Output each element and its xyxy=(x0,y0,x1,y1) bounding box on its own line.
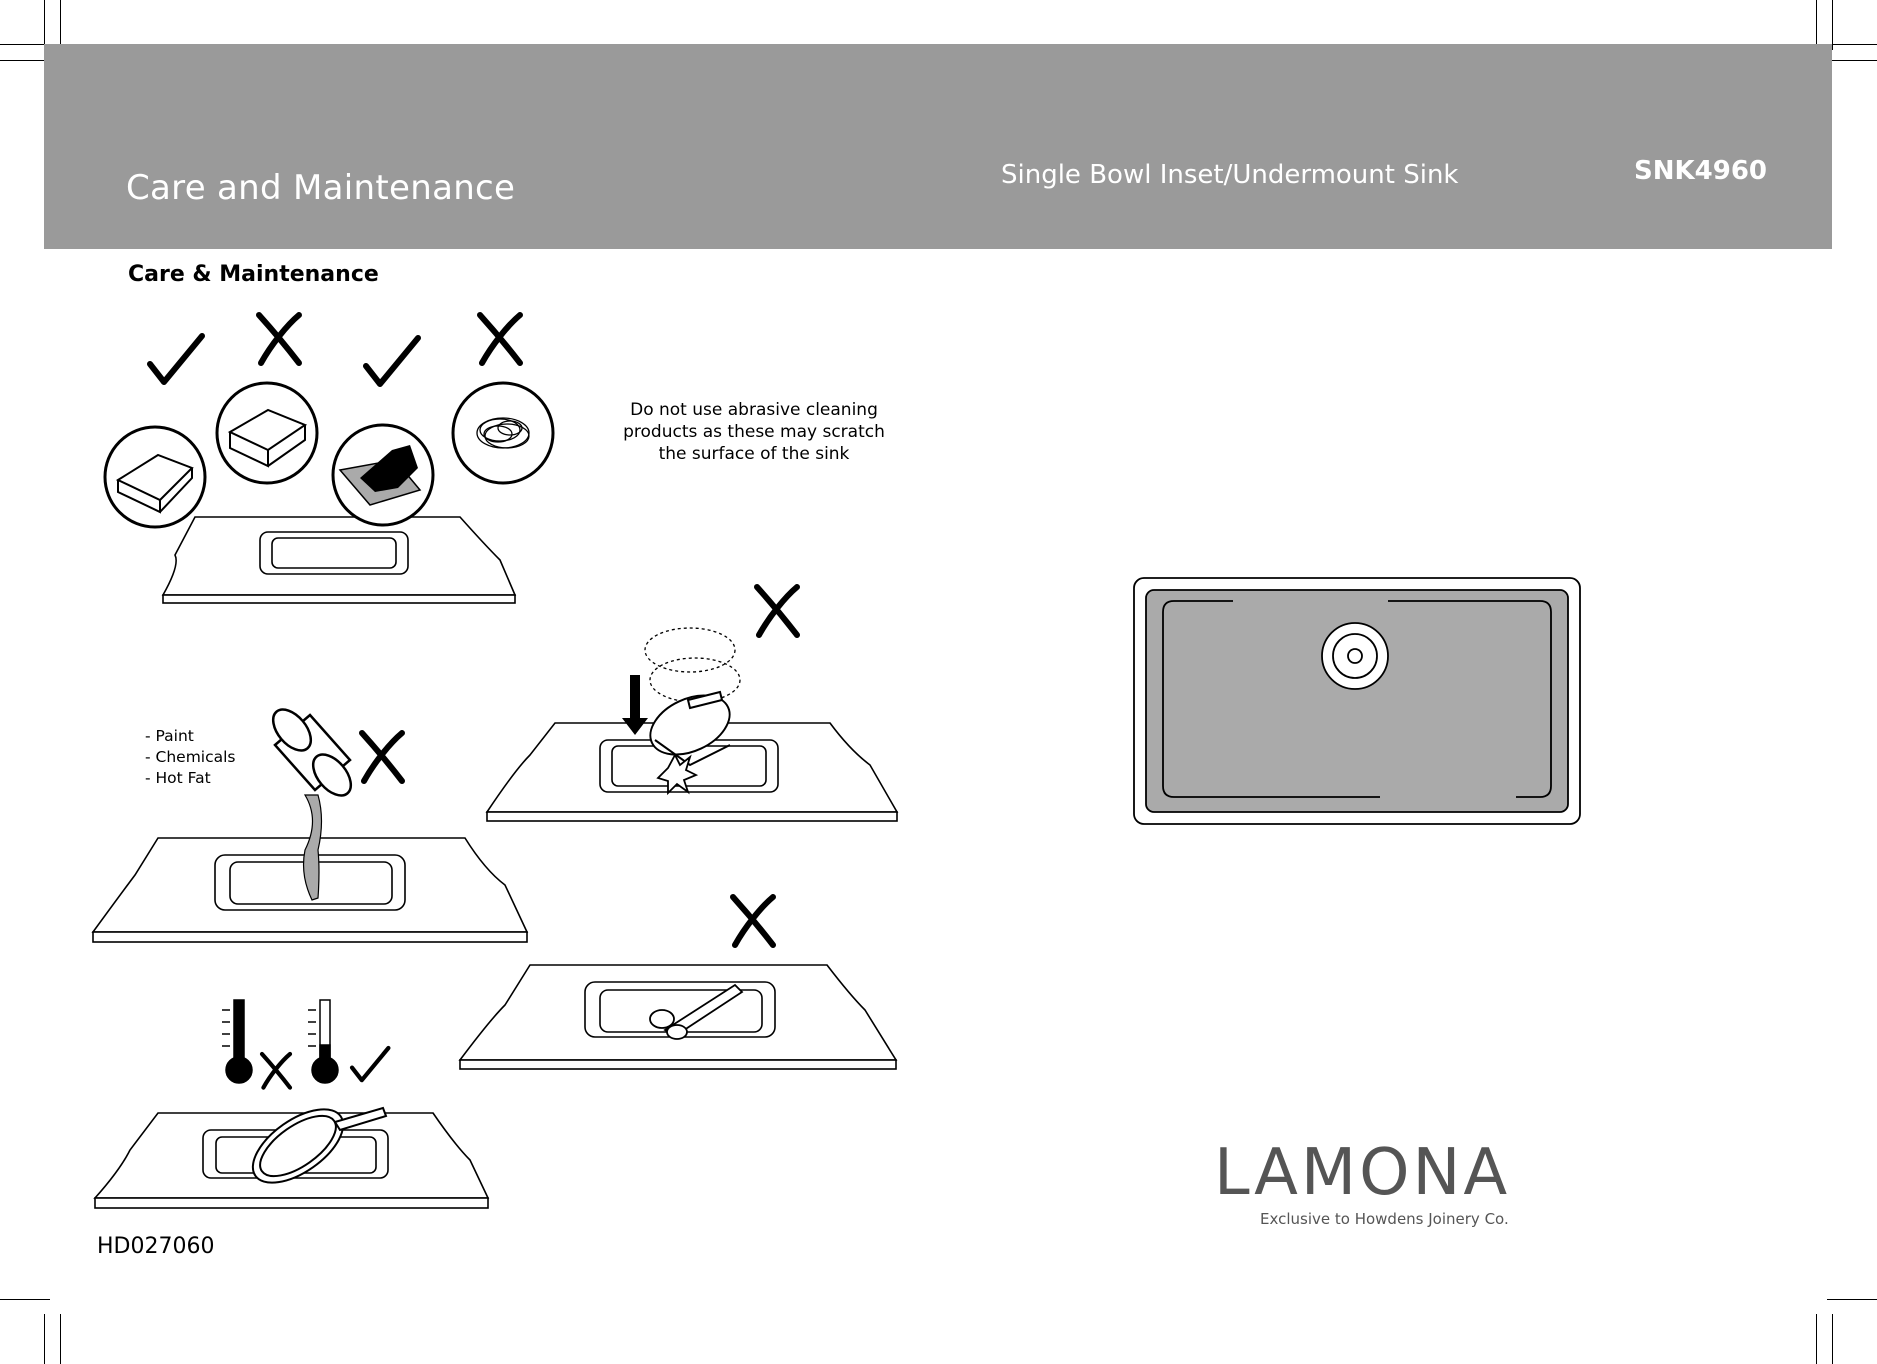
crop-mark xyxy=(1827,60,1877,61)
knife-icon xyxy=(649,983,744,1040)
abrasive-note: Do not use abrasive cleaning products as… xyxy=(623,400,885,464)
brand-logo: LAMONA xyxy=(1214,1136,1511,1210)
scourer-pad-icon xyxy=(227,408,308,468)
sink-top-view xyxy=(1133,577,1581,825)
crop-mark xyxy=(1827,44,1877,45)
steel-wool-icon xyxy=(476,417,530,449)
countertop xyxy=(161,516,517,604)
crop-mark xyxy=(1827,1299,1877,1300)
hand-icon xyxy=(360,445,418,492)
product-code: SNK4960 xyxy=(1634,156,1767,186)
product-name: Single Bowl Inset/Undermount Sink xyxy=(1001,160,1459,190)
crop-mark xyxy=(1832,0,1833,50)
crop-mark xyxy=(1816,0,1817,50)
saucepan-icon xyxy=(649,690,731,767)
pour-stream xyxy=(302,794,323,901)
crop-mark xyxy=(1832,1314,1833,1364)
hot-pan-illustration xyxy=(93,999,490,1209)
pouring-illustration xyxy=(91,708,529,943)
crop-mark xyxy=(1816,1314,1817,1364)
crop-mark xyxy=(60,0,61,50)
knife-illustration xyxy=(458,897,898,1070)
header-band: Care and Maintenance Single Bowl Inset/U… xyxy=(44,44,1832,249)
arrow-down-icon xyxy=(622,675,648,735)
cross-icon xyxy=(262,1054,290,1088)
document-code: HD027060 xyxy=(97,1234,215,1259)
thermometer-icon xyxy=(222,999,253,1084)
substance-item: - Paint xyxy=(145,727,194,745)
brand-tagline: Exclusive to Howdens Joinery Co. xyxy=(1260,1210,1509,1228)
substance-item: - Chemicals xyxy=(145,748,236,766)
crop-mark xyxy=(44,0,45,50)
substance-list: - Paint - Chemicals - Hot Fat xyxy=(145,726,236,789)
substance-item: - Hot Fat xyxy=(145,769,211,787)
cross-icon xyxy=(757,587,797,635)
cross-icon xyxy=(259,315,299,363)
cleaning-tools-illustration xyxy=(103,315,555,604)
crop-mark xyxy=(0,44,50,45)
crop-mark xyxy=(0,1299,50,1300)
crop-mark xyxy=(44,1314,45,1364)
crop-mark xyxy=(60,1314,61,1364)
cross-icon xyxy=(362,733,402,781)
check-icon xyxy=(352,1048,388,1080)
impact-icon xyxy=(656,753,699,796)
check-icon xyxy=(150,336,202,382)
countertop xyxy=(485,722,899,822)
sponge-icon xyxy=(115,453,194,514)
thermometer-icon xyxy=(308,999,339,1084)
cross-icon xyxy=(480,315,520,363)
cross-icon xyxy=(733,897,773,945)
frying-pan-icon xyxy=(251,1106,388,1184)
dropped-pan-illustration xyxy=(485,587,899,822)
paint-can-icon xyxy=(271,708,353,797)
pan-ghost-icon xyxy=(644,627,741,703)
page-title: Care and Maintenance xyxy=(126,168,516,208)
crop-mark xyxy=(0,60,50,61)
countertop xyxy=(458,964,898,1070)
section-heading: Care & Maintenance xyxy=(128,262,379,287)
check-icon xyxy=(366,338,418,384)
